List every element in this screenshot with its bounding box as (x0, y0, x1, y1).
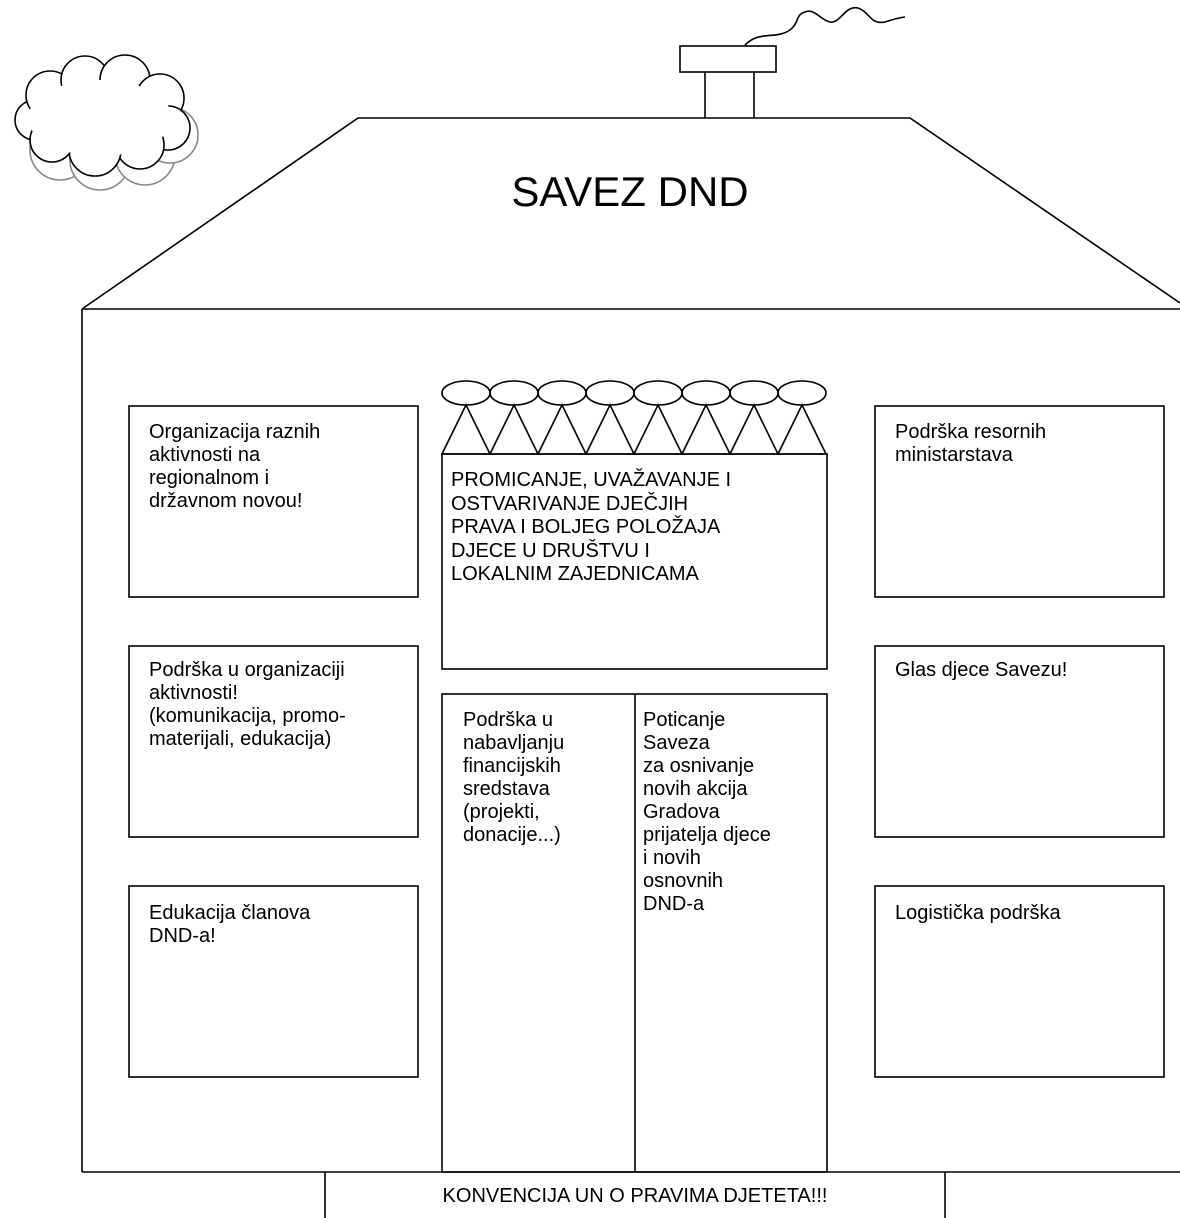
left-box-3-text: Edukacija članova DND-a! (149, 902, 311, 947)
cloud-icon (14, 54, 199, 191)
children-figures-icon (440, 380, 828, 455)
right-box-2 (874, 645, 1165, 838)
right-box-3 (874, 885, 1165, 1078)
roof (81, 117, 1180, 310)
smoke-icon (744, 7, 906, 46)
right-box-1-text: Podrška resornih ministarstava (895, 421, 1047, 466)
left-box-3 (128, 885, 419, 1078)
right-box-1 (874, 405, 1165, 598)
left-box-2 (128, 645, 419, 838)
door-left-text: Podrška u nabavljanju financijskih sreds… (463, 709, 565, 846)
foundation-text: KONVENCIJA UN O PRAVIMA DJETETA!!! (442, 1185, 828, 1207)
chimney-top (679, 45, 777, 73)
house-title: SAVEZ DND (511, 168, 749, 215)
left-box-1 (128, 405, 419, 598)
right-box-2-text: Glas djece Savezu! (895, 659, 1068, 681)
door-right-text: Poticanje Saveza za osnivanje novih akci… (643, 709, 771, 915)
left-box-1-text: Organizacija raznih aktivnosti na region… (149, 421, 321, 512)
left-box-2-text: Podrška u organizaciji aktivnosti! (komu… (149, 659, 346, 750)
right-box-3-text: Logistička podrška (895, 902, 1061, 924)
center-banner-text: PROMICANJE, UVAŽAVANJE I OSTVARIVANJE DJ… (451, 469, 732, 585)
